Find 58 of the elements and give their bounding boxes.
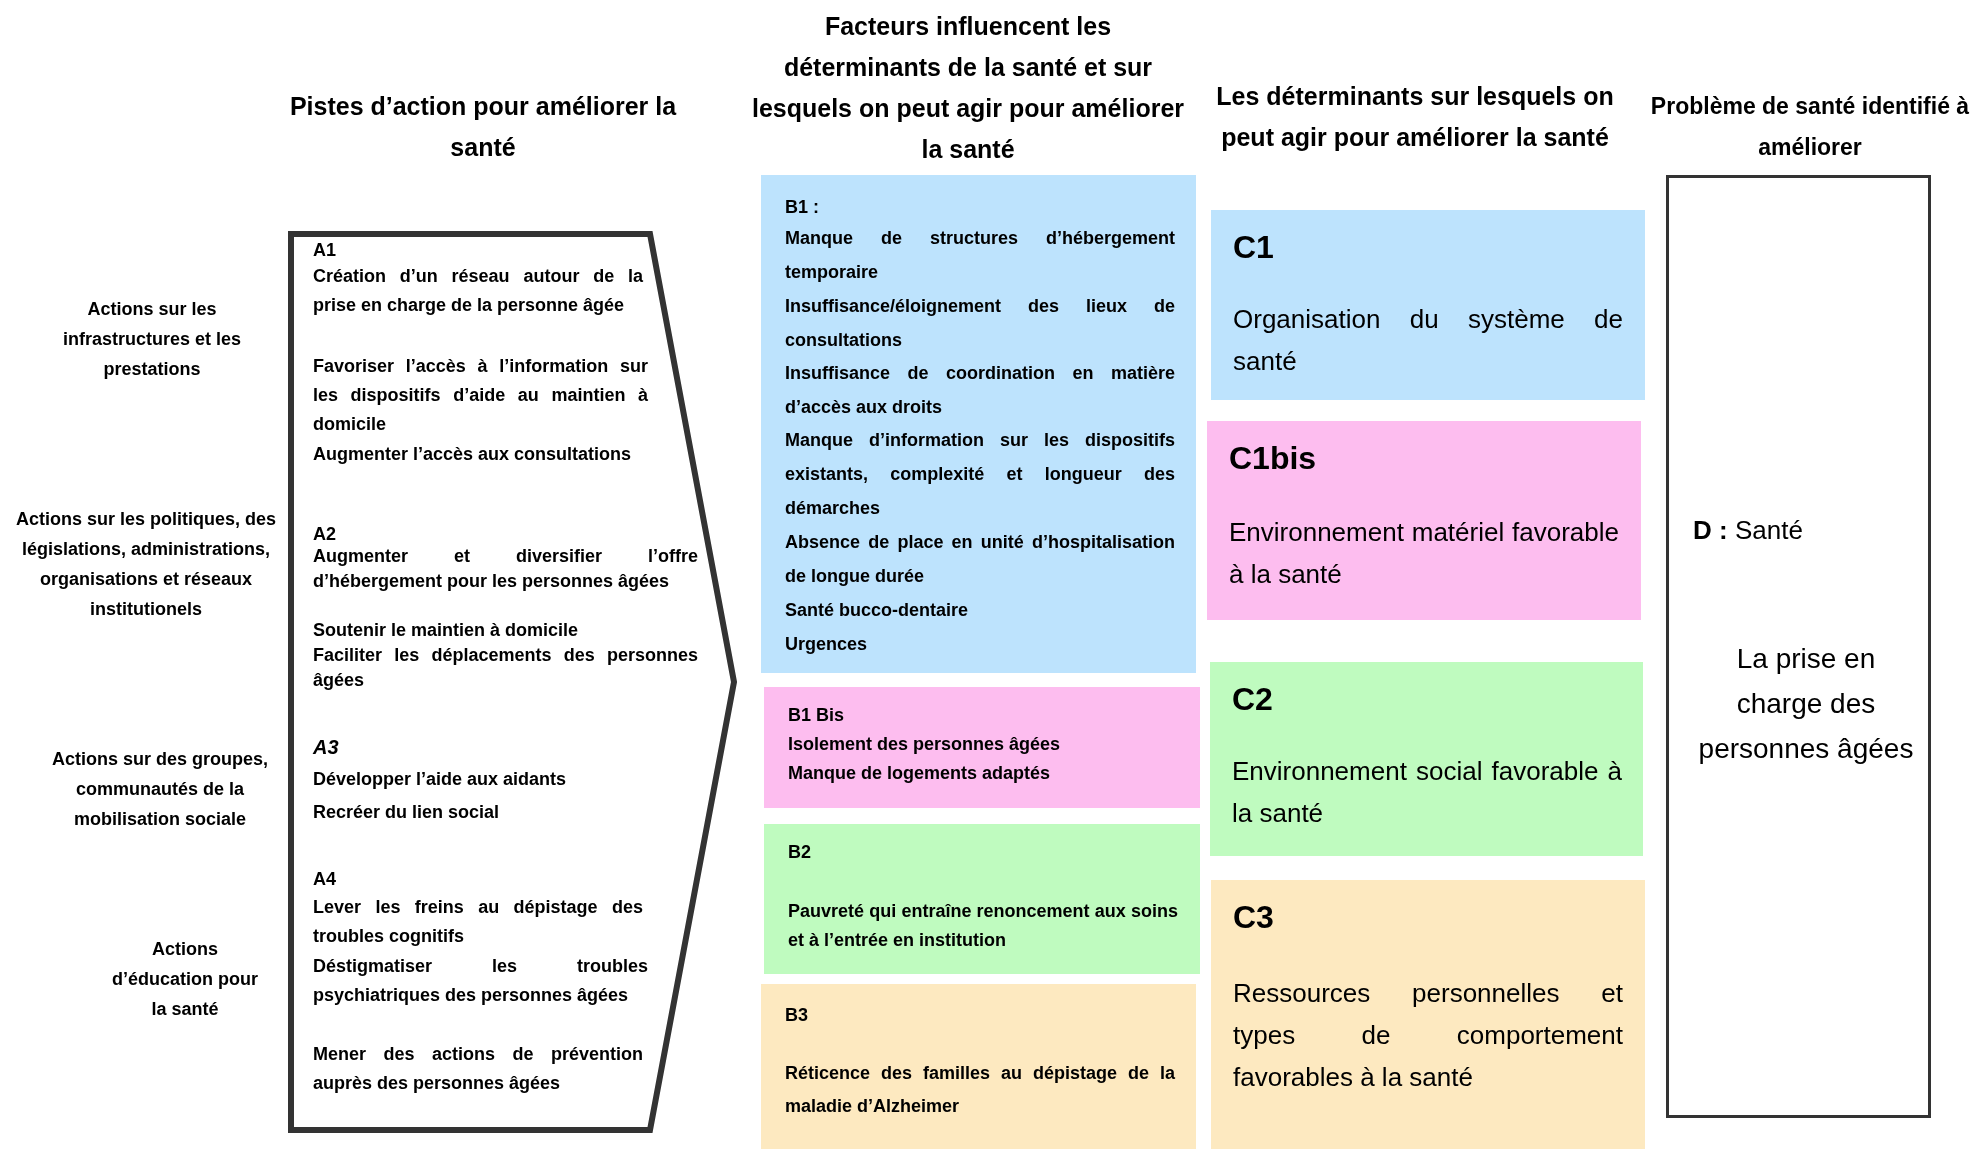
node-text: Ressources personnelles et types de comportement favorables à la santé <box>1233 977 1623 1094</box>
node-text: Favoriser l’accès à l’information sur les dispositifs d’aide au maintien à domicile <box>313 355 648 436</box>
node-text: Création d’un réseau autour de la prise en charge de la personne âgée <box>313 265 643 317</box>
text-box <box>761 175 1196 673</box>
node-text: Environnement social favorable à la santé <box>1232 755 1622 830</box>
column-heading: Problème de santé identifié à améliorer <box>1649 92 1971 162</box>
node-text: Développer l’aide aux aidants <box>313 768 568 791</box>
node-text: A4 <box>313 868 337 891</box>
text-box <box>1211 880 1645 1149</box>
row-label: Actions sur les politiques, des législations, administrations, organisations et réseaux institutionels <box>14 508 278 621</box>
node-text: Réticence des familles au dépistage de la maladie d’Alzheimer <box>785 1062 1175 1118</box>
node-heading: C1bis <box>1229 439 1318 478</box>
node-text: A2 <box>313 523 337 546</box>
node-text: Mener des actions de prévention auprès des personnes âgées <box>313 1043 643 1095</box>
node-text: Faciliter les déplacements des personnes âgées <box>313 644 698 692</box>
node-text: Soutenir le maintien à domicile <box>313 619 580 642</box>
node-heading: B1 Bis <box>788 704 846 727</box>
node-heading: C2 <box>1232 680 1274 719</box>
text-box <box>761 984 1196 1149</box>
node-heading: C3 <box>1233 898 1275 937</box>
text-box <box>1210 662 1643 856</box>
column-heading: Les déterminants sur lesquels on peut agir pour améliorer la santé <box>1215 81 1615 153</box>
node-text: Déstigmatiser les troubles psychiatriques des personnes âgées <box>313 955 648 1007</box>
chevron-box <box>288 231 738 1133</box>
row-label: Actions d’éducation pour la santé <box>111 938 259 1021</box>
row-label: Actions sur les infrastructures et les prestations <box>61 298 243 381</box>
node-text: Manque de logements adaptés <box>788 762 1052 785</box>
node-heading: B1 : <box>785 196 820 219</box>
node-text: Pauvreté qui entraîne renoncement aux soins et à l’entrée en institution <box>788 900 1178 952</box>
node-text: Insuffisance/éloignement des lieux de consultations <box>785 295 1175 352</box>
node-text: Augmenter et diversifier l’offre d’hébergement pour les personnes âgées <box>313 545 698 593</box>
text-box <box>1211 210 1645 400</box>
node-heading: A1 <box>313 239 337 262</box>
text-box <box>764 687 1200 808</box>
node-heading: B2 <box>788 841 812 864</box>
column-heading: Pistes d’action pour améliorer la santé <box>288 91 678 163</box>
node-text: A3 <box>313 735 340 760</box>
column-heading: Facteurs influencent les déterminants de la santé et sur lesquels on peut agir pour améliorer la santé <box>750 11 1185 165</box>
text-box <box>1207 421 1641 620</box>
node-text: Insuffisance de coordination en matière d’accès aux droits <box>785 362 1175 419</box>
node-text: La prise en charge des personnes âgées <box>1697 642 1915 766</box>
node-text: Organisation du système de santé <box>1233 303 1623 378</box>
node-text: Lever les freins au dépistage des troubles cognitifs <box>313 896 643 948</box>
node-text: Manque d’information sur les dispositifs existants, complexité et longueur des démarches <box>785 429 1175 520</box>
node-text: Manque de structures d’hébergement temporaire <box>785 227 1175 284</box>
text-box <box>764 824 1200 974</box>
node-text: Absence de place en unité d’hospitalisation de longue durée <box>785 531 1175 588</box>
node-text: Environnement matériel favorable à la santé <box>1229 516 1619 591</box>
node-text: D : Santé <box>1693 514 1804 547</box>
node-text: Recréer du lien social <box>313 801 501 824</box>
row-label: Actions sur des groupes, communautés de la mobilisation sociale <box>50 748 269 831</box>
node-heading: B3 <box>785 1004 809 1027</box>
node-text: Isolement des personnes âgées <box>788 733 1062 756</box>
node-heading: C1 <box>1233 228 1275 267</box>
node-text: Santé bucco-dentaire <box>785 599 970 622</box>
node-text: Urgences <box>785 633 869 656</box>
node-text: Augmenter l’accès aux consultations <box>313 443 633 466</box>
text-box <box>1666 175 1931 1118</box>
